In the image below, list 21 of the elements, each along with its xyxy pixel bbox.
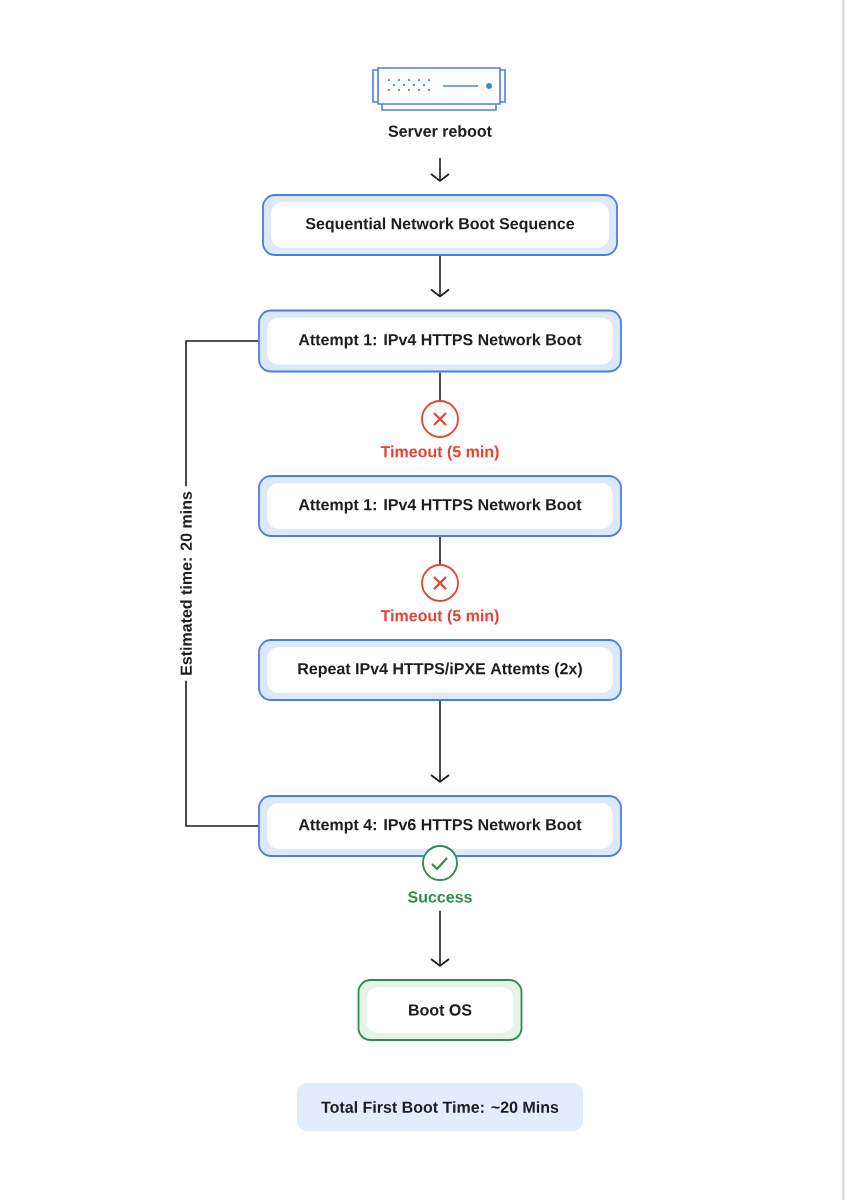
arrow — [430, 910, 450, 968]
arrow — [430, 157, 450, 183]
check-icon — [422, 845, 458, 881]
summary-box: Total First Boot Time: ~20 Mins — [297, 1083, 583, 1131]
status-label: Timeout (5 min) — [380, 609, 499, 625]
process-box: Attempt 1: IPv4 HTTPS Network Boot — [258, 475, 622, 537]
process-box: Attempt 1: IPv4 HTTPS Network Boot — [258, 309, 622, 373]
connector-line — [439, 371, 441, 401]
status-label: Timeout (5 min) — [380, 445, 499, 461]
process-box: Boot OS — [357, 979, 523, 1041]
status-label: Success — [408, 891, 472, 903]
error-icon — [421, 564, 459, 602]
process-box: Repeat IPv4 HTTPS/iPXE Attemts (2x) — [258, 639, 622, 701]
process-box: Attempt 4: IPv6 HTTPS Network Boot — [258, 795, 622, 857]
process-box: Sequential Network Boot Sequence — [262, 194, 618, 256]
arrow — [430, 255, 450, 298]
edge-label: Estimated time: 20 mins — [175, 486, 197, 681]
error-icon — [421, 400, 459, 438]
arrow — [430, 700, 450, 784]
connector-line — [439, 536, 441, 565]
caption-text: Server reboot — [388, 125, 492, 137]
